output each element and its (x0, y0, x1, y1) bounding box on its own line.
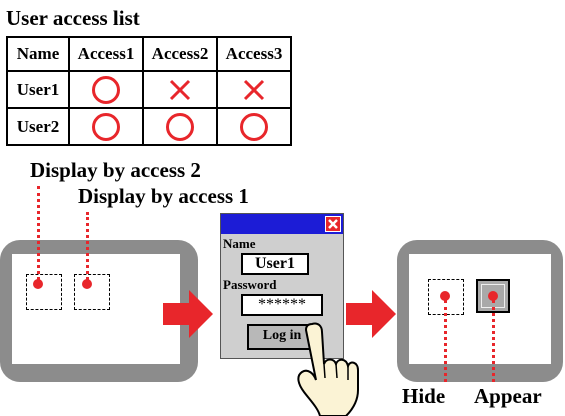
access-mark-cell (142, 107, 218, 146)
name-label: Name (223, 236, 256, 251)
close-icon (328, 219, 338, 229)
access-mark-cell (68, 70, 144, 109)
leader-line-access1 (86, 212, 89, 280)
access-mark-cell (216, 70, 292, 109)
label-display-by-access-2: Display by access 2 (30, 158, 201, 182)
header-access2: Access2 (142, 36, 218, 72)
header-access3: Access3 (216, 36, 292, 72)
cross-mark-icon (169, 79, 191, 100)
leader-line-hide (444, 300, 447, 382)
table-row: User1 (6, 70, 292, 109)
close-button[interactable] (325, 216, 341, 232)
diagram-title: User access list (6, 6, 140, 30)
circle-mark-icon (92, 112, 120, 141)
label-hide: Hide (402, 384, 446, 408)
password-field[interactable]: ****** (241, 294, 323, 316)
marker-dot (82, 279, 92, 289)
hidden-object-access2 (26, 274, 62, 310)
dialog-titlebar (221, 214, 343, 234)
pointing-hand-icon (297, 322, 359, 416)
right-arrow-icon (163, 290, 213, 338)
access-table: Name Access1 Access2 Access3 User1 User2 (6, 36, 292, 146)
marker-dot (33, 279, 43, 289)
marker-dot (488, 291, 498, 301)
table-header-row: Name Access1 Access2 Access3 (6, 36, 292, 72)
marker-dot (440, 291, 450, 301)
leader-line-access2 (37, 186, 40, 280)
circle-mark-icon (92, 75, 120, 104)
label-display-by-access-1: Display by access 1 (78, 184, 249, 208)
circle-mark-icon (166, 112, 194, 141)
cross-mark-icon (243, 79, 265, 100)
password-label: Password (223, 277, 277, 292)
name-field[interactable]: User1 (241, 253, 309, 275)
row-user-name: User2 (6, 107, 70, 146)
circle-mark-icon (240, 112, 268, 141)
access-mark-cell (142, 70, 218, 109)
hidden-object-access1 (74, 274, 110, 310)
leader-line-appear (492, 300, 495, 382)
label-appear: Appear (474, 384, 542, 408)
access-mark-cell (68, 107, 144, 146)
header-access1: Access1 (68, 36, 144, 72)
table-row: User2 (6, 107, 292, 146)
login-dialog: Name User1 Password ****** Log in (220, 213, 344, 359)
right-arrow-icon (346, 290, 396, 338)
row-user-name: User1 (6, 70, 70, 109)
header-name: Name (6, 36, 70, 72)
access-mark-cell (216, 107, 292, 146)
